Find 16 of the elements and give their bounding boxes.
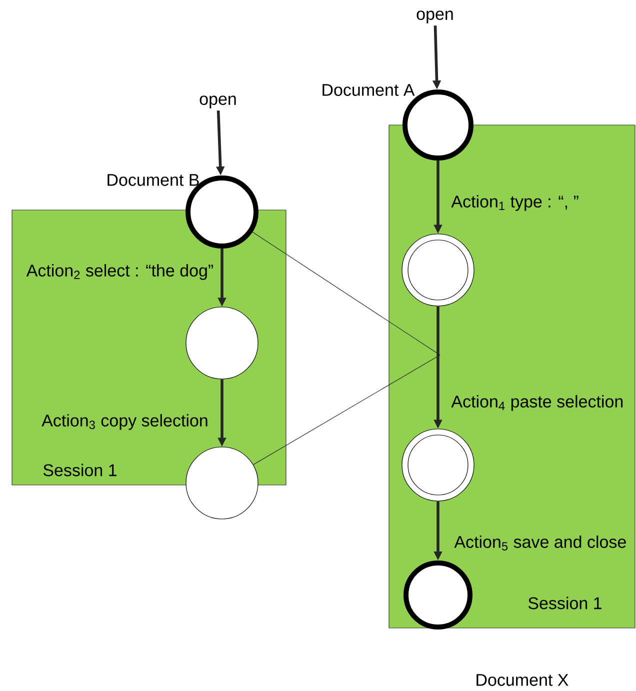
state-circle [186,446,258,520]
edge-label: Action$_{1}$ type : “, ” [451,195,578,211]
connector-line [252,232,440,356]
connector-line [253,354,440,465]
edge-label: Action$_{4}$ paste selection [451,395,623,411]
document-label: Document B [108,174,199,186]
edge-label: Action$_{5}$ save and close [454,536,626,550]
document-label: Document A [322,84,415,96]
state-circle [402,428,474,502]
document-label: Document X [476,674,568,686]
edge-label: Action$_{3}$ copy selection [42,414,208,430]
state-circle [402,234,474,306]
open-label: open [200,96,236,108]
open-label: open [416,10,453,24]
edge-label: Action$_{2}$ select : “the dog” [26,264,213,280]
state-circle [186,306,258,380]
